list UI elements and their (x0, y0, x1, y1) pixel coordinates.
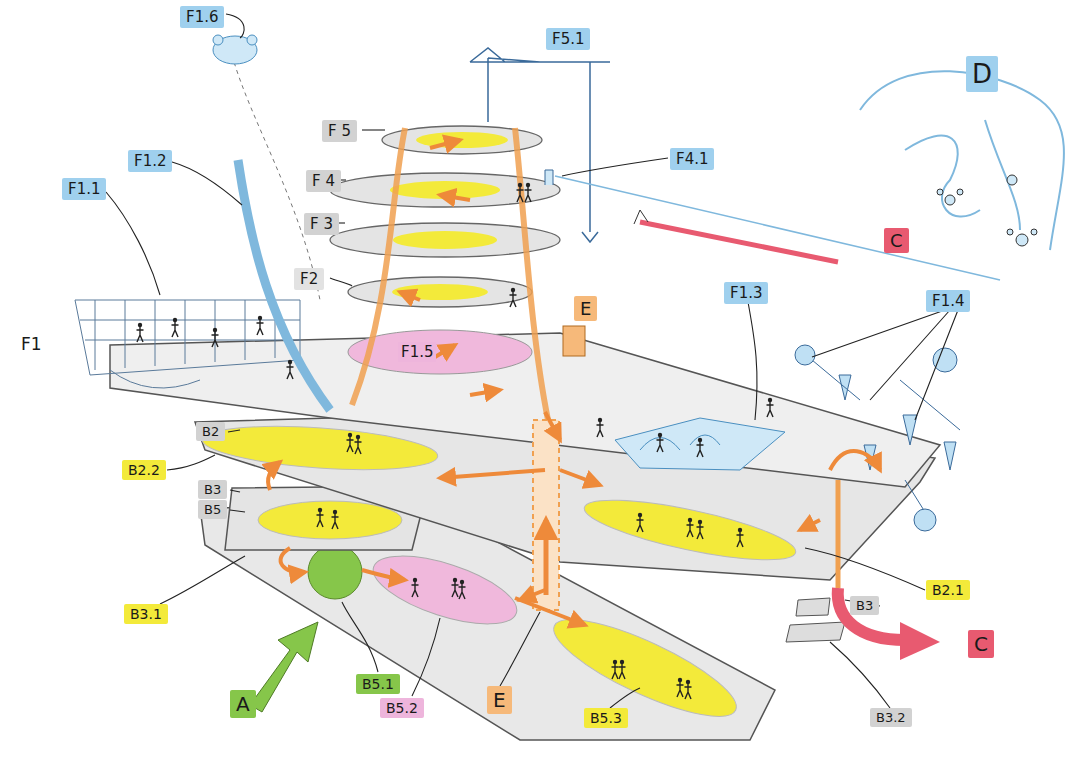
callout-tag: D (966, 56, 998, 92)
callout-tag: B5.3 (584, 708, 628, 728)
tag-text: B3.1 (130, 606, 162, 622)
callout-tag: B3.2 (870, 708, 912, 727)
callout-tag: F1.3 (724, 282, 768, 304)
tag-text: F2 (300, 270, 318, 288)
callout-tag: F1.2 (128, 150, 172, 172)
tag-text: B2 (202, 424, 219, 439)
callout-tag: F5.1 (546, 28, 590, 50)
tag-text: E (580, 298, 591, 319)
callout-tag: B2 (196, 422, 225, 441)
callout-tag: B5.2 (380, 698, 424, 718)
callout-label: F1.5 (398, 342, 436, 362)
callout-tag: E (574, 296, 597, 321)
callout-tag: C (884, 228, 909, 253)
tag-text: D (972, 59, 992, 89)
callout-tag: B3 (198, 480, 227, 499)
callout-tag: F4.1 (670, 148, 714, 170)
tag-text: E (493, 688, 506, 712)
tag-text: B3 (204, 482, 221, 497)
tag-text: F1.1 (68, 180, 100, 198)
callout-tag: B5 (198, 500, 227, 519)
tag-text: F 5 (328, 122, 351, 140)
callout-tag: E (487, 686, 512, 714)
callout-tag: F 4 (306, 170, 341, 192)
callout-tag: C (968, 630, 994, 658)
tag-text: F5.1 (552, 30, 584, 48)
callout-tag: F1.1 (62, 178, 106, 200)
callout-tag: F1.4 (926, 290, 970, 312)
tag-text: F1.2 (134, 152, 166, 170)
tag-text: B2.1 (932, 582, 964, 598)
tag-text: F1.6 (186, 8, 218, 26)
tag-text: B2.2 (128, 462, 160, 478)
callout-tag: F 5 (322, 120, 357, 142)
callout-tag: F2 (294, 268, 324, 290)
tag-text: F 3 (310, 215, 333, 233)
callout-tag: B2.2 (122, 460, 166, 480)
tag-text: B5.2 (386, 700, 418, 716)
tag-text: B3.2 (876, 710, 906, 725)
callout-tag: B5.1 (356, 674, 400, 694)
tag-text: F4.1 (676, 150, 708, 168)
tag-text: F1.3 (730, 284, 762, 302)
callout-tag: F 3 (304, 213, 339, 235)
tag-text: F 4 (312, 172, 335, 190)
callout-tag: B2.1 (926, 580, 970, 600)
tag-text: C (890, 230, 903, 251)
tag-text: F1.4 (932, 292, 964, 310)
tag-text: B5.3 (590, 710, 622, 726)
tag-text: B5 (204, 502, 221, 517)
callout-tag: B3.1 (124, 604, 168, 624)
callout-label: F1 (18, 334, 45, 354)
callout-tag: A (230, 690, 256, 718)
tag-text: C (974, 632, 988, 656)
tag-text: B5.1 (362, 676, 394, 692)
callout-tag: F1.6 (180, 6, 224, 28)
tag-text: A (236, 692, 250, 716)
tag-text: B3 (856, 598, 873, 613)
callout-tag: B3 (850, 596, 879, 615)
